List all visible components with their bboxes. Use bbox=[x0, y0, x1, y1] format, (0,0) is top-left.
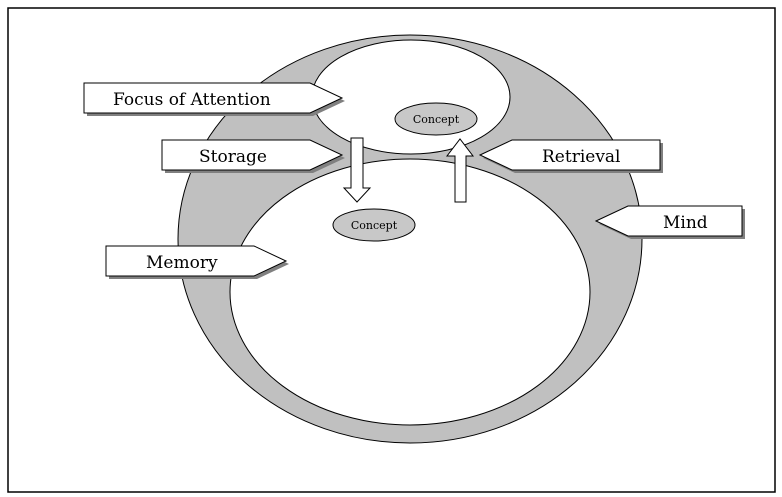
concept-top-label: Concept bbox=[413, 113, 460, 126]
callout-focus-of-attention: Focus of Attention bbox=[83, 82, 345, 116]
mind-label: Mind bbox=[663, 213, 708, 233]
concept-bottom: Concept bbox=[332, 208, 416, 242]
callout-memory: Memory bbox=[105, 245, 289, 279]
storage-arrow-icon bbox=[342, 137, 372, 203]
concept-top: Concept bbox=[394, 102, 478, 136]
retrieval-label: Retrieval bbox=[542, 147, 621, 167]
memory-label: Memory bbox=[146, 253, 218, 273]
concept-bottom-label: Concept bbox=[351, 219, 398, 232]
callout-storage: Storage bbox=[161, 139, 345, 173]
concept-bottom-ellipse bbox=[332, 208, 416, 242]
callout-mind: Mind bbox=[594, 205, 745, 239]
retrieval-arrow-icon bbox=[445, 138, 475, 203]
focus-of-attention-ellipse bbox=[311, 39, 511, 155]
storage-label: Storage bbox=[199, 147, 267, 167]
callout-retrieval: Retrieval bbox=[478, 139, 663, 173]
concept-top-ellipse bbox=[394, 102, 478, 136]
focus-of-attention-label: Focus of Attention bbox=[113, 90, 271, 110]
memory-ellipse bbox=[229, 158, 591, 426]
